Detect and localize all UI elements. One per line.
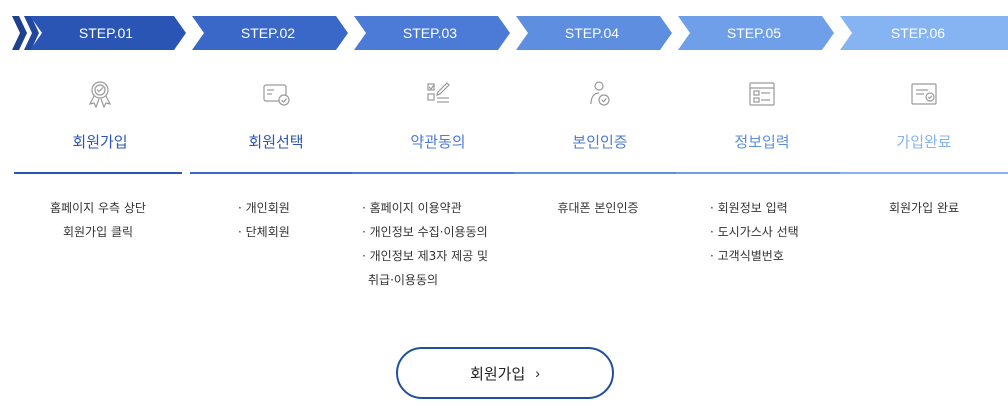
desc-line: · 단체회원 xyxy=(238,225,290,239)
step-column-2: 회원선택 · 개인회원 · 단체회원 xyxy=(190,78,362,239)
desc-line: · 개인정보 수집·이용동의 xyxy=(362,225,488,239)
step-title-1: 회원가입 xyxy=(72,133,128,151)
step-desc-5: · 회원정보 입력 · 도시가스사 선택 · 고객식별번호 xyxy=(676,196,844,268)
step-arrow-3 xyxy=(354,16,510,50)
step-column-3: 약관동의 · 홈페이지 이용약관 · 개인정보 수집·이용동의 · 개인정보 제… xyxy=(352,78,524,287)
info-form-icon xyxy=(676,78,848,110)
step-column-5: 정보입력 · 회원정보 입력 · 도시가스사 선택 · 고객식별번호 xyxy=(676,78,848,263)
award-badge-icon xyxy=(14,78,186,110)
step-arrow-1 xyxy=(30,16,186,50)
leading-chevron-icon xyxy=(12,16,27,50)
step-badge-5: STEP.05 xyxy=(726,25,782,41)
member-card-check-icon xyxy=(190,78,362,110)
step-arrows xyxy=(12,16,1008,50)
step-title-5: 정보입력 xyxy=(734,133,790,151)
desc-line: 취급·이용동의 xyxy=(368,273,439,287)
step-desc-1: 홈페이지 우측 상단 회원가입 클릭 xyxy=(14,196,182,244)
desc-line: · 개인정보 제3자 제공 및 xyxy=(362,249,489,263)
step-desc-3: · 홈페이지 이용약관 · 개인정보 수집·이용동의 · 개인정보 제3자 제공… xyxy=(352,196,520,292)
step-column-1: 회원가입 홈페이지 우측 상단 회원가입 클릭 xyxy=(14,78,186,239)
step-desc-2: · 개인회원 · 단체회원 xyxy=(190,196,358,244)
desc-line: 회원가입 완료 xyxy=(888,201,960,215)
step-badge-4: STEP.04 xyxy=(564,25,620,41)
desc-line: · 홈페이지 이용약관 xyxy=(362,201,462,215)
signup-button[interactable]: 회원가입 › xyxy=(396,347,614,399)
document-sign-icon xyxy=(352,78,524,110)
desc-line: · 고객식별번호 xyxy=(710,249,784,263)
step-title-3: 약관동의 xyxy=(410,133,466,151)
chevron-right-icon: › xyxy=(535,365,540,381)
step-badge-1: STEP.01 xyxy=(78,25,134,41)
step-desc-4: 휴대폰 본인인증 xyxy=(514,196,682,220)
step-rule-4 xyxy=(514,172,682,174)
step-title-6: 가입완료 xyxy=(896,133,952,151)
step-arrow-5 xyxy=(678,16,834,50)
step-badge-2: STEP.02 xyxy=(240,25,296,41)
step-column-6: 가입완료 회원가입 완료 xyxy=(840,78,1008,215)
desc-line: 홈페이지 우측 상단 xyxy=(50,201,146,215)
step-progress-bar xyxy=(0,16,1008,50)
certificate-check-icon xyxy=(840,78,1008,110)
step-title-2: 회원선택 xyxy=(248,133,304,151)
step-badge-6: STEP.06 xyxy=(890,25,946,41)
step-badge-3: STEP.03 xyxy=(402,25,458,41)
signup-steps: STEP.01 STEP.02 STEP.03 STEP.04 STEP.05 … xyxy=(0,16,1008,287)
signup-button-label: 회원가입 xyxy=(470,365,526,383)
step-rule-1 xyxy=(14,172,182,174)
desc-line: 회원가입 클릭 xyxy=(62,225,134,239)
step-rule-5 xyxy=(676,172,844,174)
step-column-4: 본인인증 휴대폰 본인인증 xyxy=(514,78,686,215)
step-arrow-2 xyxy=(192,16,348,50)
desc-line: · 회원정보 입력 xyxy=(710,201,788,215)
step-rule-6 xyxy=(840,172,1008,174)
step-desc-6: 회원가입 완료 xyxy=(840,196,1008,220)
step-arrow-6 xyxy=(840,16,1008,50)
step-title-4: 본인인증 xyxy=(572,133,628,151)
step-arrow-4 xyxy=(516,16,672,50)
step-rule-3 xyxy=(352,172,520,174)
step-rule-2 xyxy=(190,172,358,174)
desc-line: · 도시가스사 선택 xyxy=(710,225,799,239)
desc-line: · 개인회원 xyxy=(238,201,290,215)
user-verify-icon xyxy=(514,78,686,110)
leading-chevron-icon-2 xyxy=(24,16,39,50)
desc-line: 휴대폰 본인인증 xyxy=(557,201,639,215)
